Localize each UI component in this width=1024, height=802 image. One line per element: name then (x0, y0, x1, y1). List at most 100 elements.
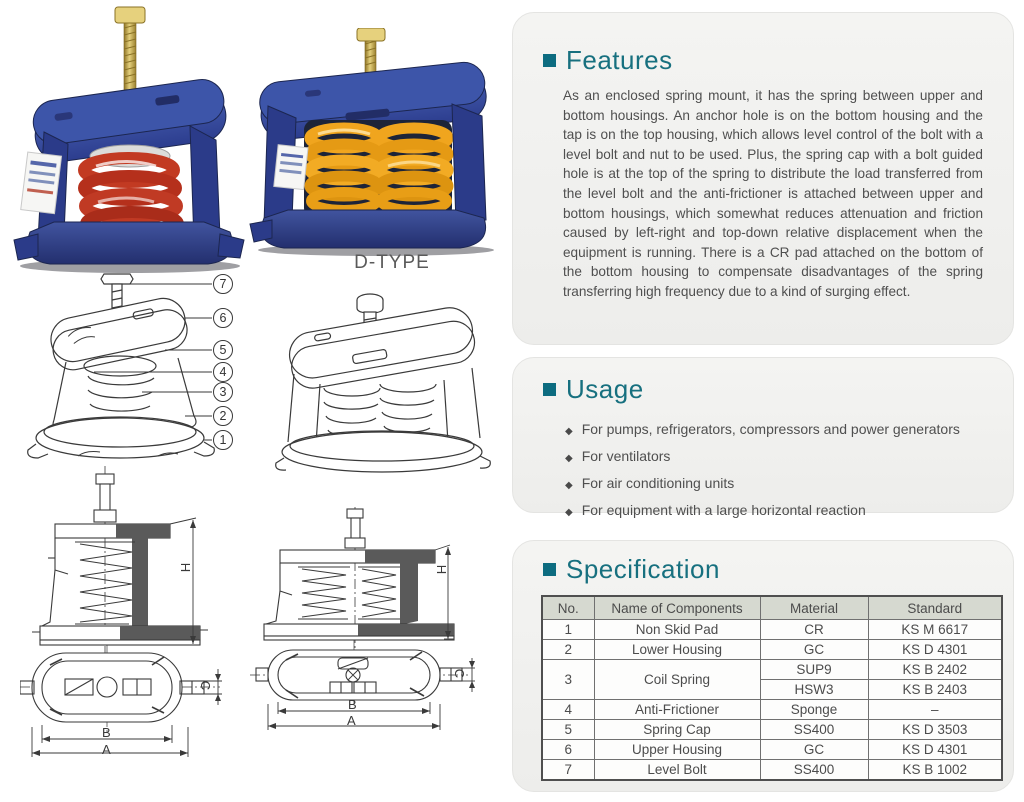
exploded-view-drawing (27, 273, 215, 459)
dim-a (267, 704, 441, 730)
usage-item: ◆ For ventilators (565, 444, 993, 471)
usage-item: ◆For pumps, refrigerators, compressors a… (565, 417, 993, 444)
callout-5: 5 (213, 340, 233, 360)
height-dimension (169, 517, 200, 646)
product-photo-double-spring (249, 28, 494, 256)
cell-material: Sponge (759, 699, 869, 720)
cell-component-name: Anti-Frictioner (593, 699, 761, 720)
diamond-bullet-icon: ◆ (565, 507, 573, 518)
cell-component-name: Upper Housing (593, 739, 761, 760)
diamond-bullet-icon: ◆ (565, 453, 573, 464)
cross-section-double (263, 507, 455, 653)
usage-item: ◆ For equipment with a large horizontal r… (565, 498, 993, 525)
column-header: Standard (867, 595, 1003, 620)
cell-material: SUP9 (759, 659, 869, 680)
plan-view-single (20, 645, 222, 757)
dtype-caption: D-TYPE (354, 252, 430, 273)
callout-1: 1 (213, 430, 233, 450)
product-label (20, 151, 63, 215)
usage-title-row: Usage (513, 358, 1013, 405)
specification-title-row: Specification (513, 541, 1013, 585)
cell-component-name: Non Skid Pad (593, 619, 761, 640)
bolt-section (93, 473, 117, 523)
cell-standard: KS M 6617 (867, 619, 1003, 640)
cell-standard: KS B 1002 (867, 759, 1003, 781)
specification-title: Specification (566, 554, 720, 584)
dim-c (462, 658, 475, 692)
usage-card: Usage ◆For pumps, refrigerators, compres… (512, 357, 1014, 518)
body-outline (287, 367, 481, 445)
upper-housing-section (48, 523, 171, 634)
lower-housing-base (249, 209, 486, 249)
cell-material: SS400 (759, 719, 869, 740)
height-dimension (434, 544, 454, 640)
cell-no: 5 (541, 719, 595, 740)
cell-material: HSW3 (759, 679, 869, 700)
usage-list: ◆For pumps, refrigerators, compressors a… (565, 417, 993, 525)
dim-a (31, 727, 189, 757)
top-plate-outline (50, 297, 188, 371)
lower-housing-section (263, 590, 455, 641)
dim-label-a-double: A (347, 713, 356, 728)
cell-standard: KS D 3503 (867, 719, 1003, 740)
square-bullet-icon (543, 54, 556, 67)
springs-section (298, 566, 400, 620)
dtype-line-drawing (275, 293, 491, 473)
cell-no: 2 (541, 639, 595, 660)
cell-no: 1 (541, 619, 595, 640)
side-columns (263, 103, 487, 225)
dim-c (204, 669, 222, 705)
cell-no: 7 (541, 759, 595, 781)
usage-item-label: For air conditioning units (581, 475, 735, 491)
base-outline (275, 430, 491, 473)
cell-component-name: Lower Housing (593, 639, 761, 660)
usage-item: ◆For air conditioning units (565, 471, 993, 498)
cell-component-name: Spring Cap (593, 719, 761, 740)
lower-housing-base (13, 221, 245, 265)
oval-body (255, 649, 463, 701)
cross-section-single (32, 466, 208, 658)
top-plate-outline (288, 307, 476, 389)
usage-item-label: For equipment with a large horizontal re… (581, 502, 866, 518)
spring-outline (83, 355, 157, 426)
dim-b (277, 702, 431, 714)
cell-material: CR (759, 619, 869, 640)
cell-no: 6 (541, 739, 595, 760)
product-label (273, 144, 309, 191)
cell-material: GC (759, 639, 869, 660)
cell-standard: – (867, 699, 1003, 720)
features-title: Features (566, 45, 673, 75)
dim-b (41, 725, 173, 743)
column-header: No. (541, 595, 595, 620)
callout-7: 7 (213, 274, 233, 294)
features-title-row: Features (513, 13, 1013, 76)
cell-no: 4 (541, 699, 595, 720)
diamond-bullet-icon: ◆ (565, 426, 573, 437)
cell-material: SS400 (759, 759, 869, 781)
square-bullet-icon (543, 383, 556, 396)
lower-housing-section (32, 569, 208, 646)
usage-title: Usage (566, 374, 644, 404)
springs-outline (323, 383, 437, 437)
callout-3: 3 (213, 382, 233, 402)
dim-label-h-double: H (434, 564, 450, 575)
usage-item-label: For ventilators (581, 448, 671, 464)
cell-standard: KS D 4301 (867, 639, 1003, 660)
features-paragraph: As an enclosed spring mount, it has the … (563, 88, 983, 299)
callout-2: 2 (213, 406, 233, 426)
callout-4: 4 (213, 362, 233, 382)
spring-section (75, 541, 135, 625)
dim-label-a-single: A (102, 742, 111, 757)
cell-component-name: Coil Spring (593, 659, 761, 700)
